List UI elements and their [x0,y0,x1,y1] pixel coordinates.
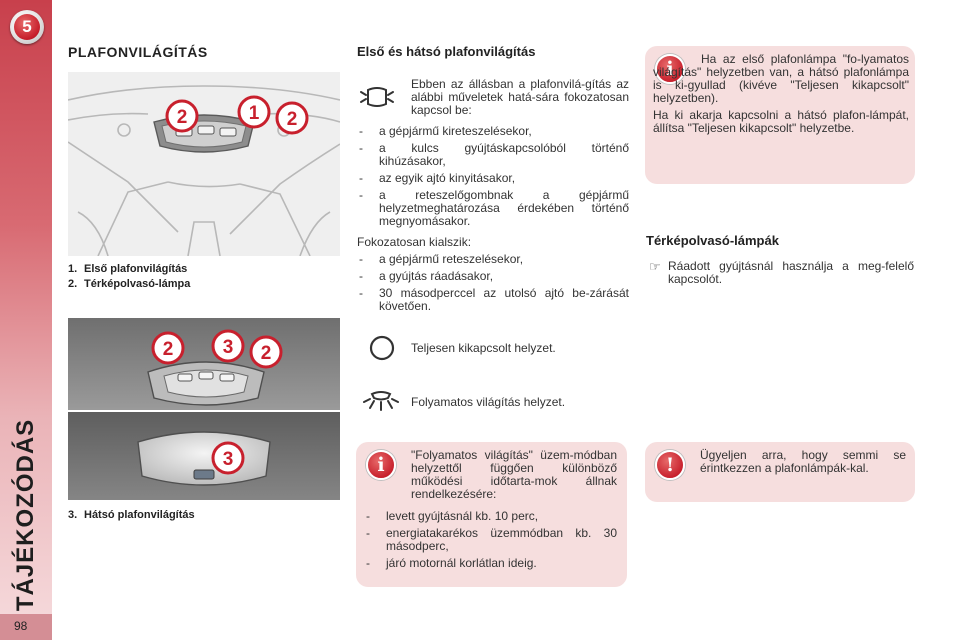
list-item: a kulcs gyújtáskapcsolóból történő kihúz… [357,142,629,168]
caption-front-lamp: 1. Első plafonvilágítás [68,262,187,277]
list-item: 30 másodperccel az utolsó ajtó be-zárásá… [357,287,629,313]
caption-number: 2. [68,278,78,290]
caption-map-lamp: 2. Térképolvasó-lámpa [68,277,190,292]
front-rear-title: Első és hátsó plafonvilágítás [357,44,536,59]
info-permanent-intro-text: "Folyamatos világítás" üzem-módban helyz… [411,448,617,501]
list-item: energiatakarékos üzemmódban kb. 30 másod… [364,527,617,553]
callout-1: 1 [249,103,260,124]
chapter-sidebar: 5 TÁJÉKOZÓDÁS 98 [0,0,52,640]
callout-2-left: 2 [177,107,188,128]
off-position-icon [368,334,396,362]
on-conditions: a gépjármű kireteszelésekor, a kulcs gyú… [357,125,629,232]
callout-2-left: 2 [163,339,174,360]
chapter-number: 5 [14,14,40,40]
lamp-photos: 2 3 2 3 [68,318,340,500]
caption-number: 1. [68,263,78,275]
permanent-light-icon [362,388,400,414]
chapter-badge: 5 [10,10,44,44]
chapter-title: TÁJÉKOZÓDÁS [12,418,40,612]
callout-2-right: 2 [261,343,272,364]
front-rear-intro-text: Ebben az állásban a plafonvilá-gítás az … [411,77,629,117]
caption-rear-lamp: 3. Hátsó plafonvilágítás [68,508,195,523]
info-panel-permanent: i "Folyamatos világítás" üzem-módban hel… [356,442,627,587]
off-position-label: Teljesen kikapcsolt helyzet. [411,341,556,355]
list-item: az egyik ajtó kinyitásakor, [357,172,629,186]
section-title: PLAFONVILÁGÍTÁS [68,44,208,60]
pointing-hand-icon: ☞ [649,259,661,274]
info-front-permanent-text: Ha az első plafonlámpa "fo-lyamatos vilá… [653,53,909,135]
list-item: a gépjármű reteszelésekor, [357,253,629,267]
info-permanent-intro: "Folyamatos világítás" üzem-módban helyz… [411,449,617,501]
off-conditions: Fokozatosan kialszik: a gépjármű retesze… [357,236,629,317]
warning-text: Ügyeljen arra, hogy semmi se érintkezzen… [700,449,906,475]
list-item: a gépjármű kireteszelésekor, [357,125,629,139]
off-conditions-list: a gépjármű reteszelésekor, a gyújtás ráa… [357,253,629,313]
info-front-permanent-text2: Ha ki akarja kapcsolni a hátsó plafon-lá… [653,108,909,135]
info-panel-front-permanent: i Ha az első plafonlámpa "fo-lyamatos vi… [645,46,915,184]
front-ceiling-lamp-illustration: 2 1 2 [68,72,340,256]
caption-number: 3. [68,509,78,521]
info-permanent-list-wrap: levett gyújtásnál kb. 10 perc, energiata… [364,510,617,574]
on-conditions-list: a gépjármű kireteszelésekor, a kulcs gyú… [357,125,629,228]
info-front-permanent-text1: Ha az első plafonlámpa "fo-lyamatos vilá… [653,52,909,105]
map-lamps-text: Ráadott gyújtásnál használja a meg-felel… [668,260,914,286]
info-icon: i [655,54,685,84]
warning-text-body: Ügyeljen arra, hogy semmi se érintkezzen… [700,448,906,475]
page-number-tab: 98 [0,614,52,640]
caption-label: Hátsó plafonvilágítás [84,509,195,521]
front-ceiling-lamp-drawing: 2 1 2 [68,72,340,256]
lamp-photos-drawing: 2 3 2 3 [68,318,340,500]
off-intro: Fokozatosan kialszik: [357,235,472,249]
list-item: járó motornál korlátlan ideig. [364,557,617,571]
list-item: a gyújtás ráadásakor, [357,270,629,284]
warning-icon: ! [655,450,685,480]
map-lamps-text-body: Ráadott gyújtásnál használja a meg-felel… [668,259,914,286]
front-rear-intro: Ebben az állásban a plafonvilá-gítás az … [411,78,629,117]
map-lamps-title: Térképolvasó-lámpák [646,233,779,248]
info-icon: i [366,450,396,480]
door-lamp-icon [359,82,395,112]
caption-label: Térképolvasó-lámpa [84,278,191,290]
page-number: 98 [14,619,28,633]
caption-label: Első plafonvilágítás [84,263,188,275]
chapter-title-vertical: TÁJÉKOZÓDÁS [12,418,40,612]
list-item: levett gyújtásnál kb. 10 perc, [364,510,617,524]
list-item: a reteszelőgombnak a gépjármű helyzetmeg… [357,189,629,228]
callout-3-top: 3 [223,337,234,358]
callout-3-rear: 3 [223,449,234,470]
permanent-position-label: Folyamatos világítás helyzet. [411,395,566,409]
callout-2-right: 2 [287,109,298,130]
info-permanent-list: levett gyújtásnál kb. 10 perc, energiata… [364,510,617,571]
warning-panel: ! Ügyeljen arra, hogy semmi se érintkezz… [645,442,915,502]
